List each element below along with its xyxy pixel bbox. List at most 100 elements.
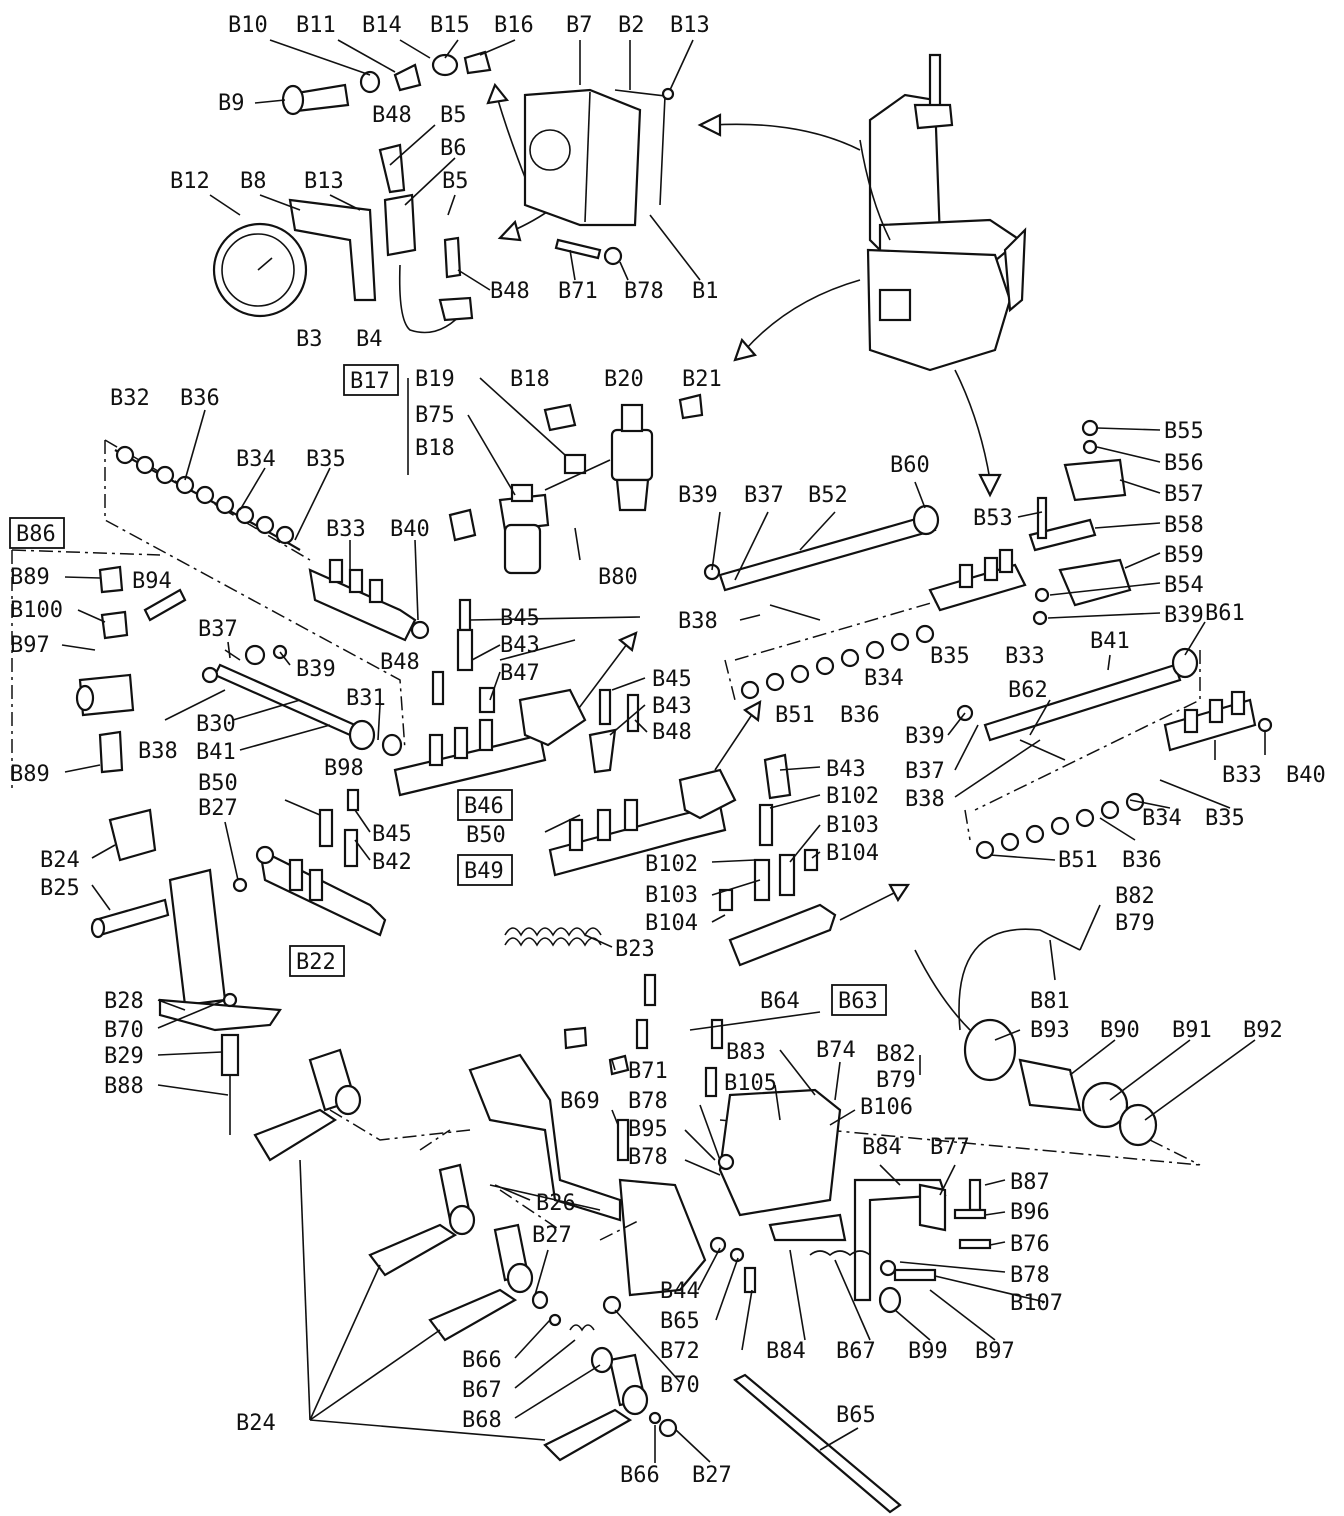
part-label-b35: B35	[306, 447, 346, 472]
part-label-b48: B48	[372, 103, 412, 128]
manifold-b22	[255, 788, 387, 937]
part-label-b45: B45	[652, 667, 692, 692]
part-label-b64: B64	[760, 989, 800, 1014]
lever-assembly	[768, 1178, 992, 1314]
part-label-b27: B27	[692, 1463, 732, 1488]
part-label-b33: B33	[326, 517, 366, 542]
part-label-b48: B48	[490, 279, 530, 304]
part-label-b40: B40	[1286, 763, 1326, 788]
boxed-label-frame	[343, 364, 399, 396]
part-label-b61: B61	[1205, 601, 1245, 626]
part-label-b74: B74	[816, 1038, 856, 1063]
part-label-b51: B51	[775, 703, 815, 728]
part-label-b28: B28	[104, 989, 144, 1014]
part-label-b94: B94	[132, 569, 172, 594]
part-label-b67: B67	[836, 1339, 876, 1364]
manifold-b63	[718, 753, 837, 967]
part-label-b48: B48	[380, 650, 420, 675]
part-label-b4: B4	[356, 327, 383, 352]
part-label-b1: B1	[692, 279, 719, 304]
part-label-b37: B37	[905, 759, 945, 784]
part-label-b41: B41	[196, 740, 236, 765]
part-label-b78: B78	[624, 279, 664, 304]
valve-group-right-lower	[956, 647, 1273, 860]
boxed-label-frame	[831, 984, 887, 1016]
part-label-b82: B82	[876, 1042, 916, 1067]
part-label-b84: B84	[862, 1135, 902, 1160]
part-label-b45: B45	[372, 822, 412, 847]
part-label-b91: B91	[1172, 1018, 1212, 1043]
part-label-b18: B18	[415, 436, 455, 461]
part-label-b89: B89	[10, 565, 50, 590]
part-label-b88: B88	[104, 1074, 144, 1099]
part-label-b71: B71	[628, 1059, 668, 1084]
part-label-b2: B2	[618, 13, 645, 38]
part-label-b36: B36	[180, 386, 220, 411]
part-label-b100: B100	[10, 598, 63, 623]
part-label-b56: B56	[1164, 451, 1204, 476]
cylinder-b30	[164, 644, 403, 757]
part-label-b97: B97	[10, 633, 50, 658]
part-label-b34: B34	[864, 666, 904, 691]
part-label-b70: B70	[660, 1373, 700, 1398]
part-label-b90: B90	[1100, 1018, 1140, 1043]
part-label-b37: B37	[744, 483, 784, 508]
part-label-b77: B77	[930, 1135, 970, 1160]
part-label-b62: B62	[1008, 678, 1048, 703]
part-label-b65: B65	[660, 1309, 700, 1334]
part-label-b30: B30	[196, 712, 236, 737]
part-label-b75: B75	[415, 403, 455, 428]
part-label-b66: B66	[462, 1348, 502, 1373]
part-label-b103: B103	[645, 883, 698, 908]
boxed-label-b17: B17	[350, 369, 390, 394]
part-label-b68: B68	[462, 1408, 502, 1433]
part-label-b70: B70	[104, 1018, 144, 1043]
part-label-b67: B67	[462, 1378, 502, 1403]
valve-group-right-upper	[703, 419, 1132, 701]
part-label-b48: B48	[652, 720, 692, 745]
valve-group-left	[104, 439, 430, 751]
part-label-b39: B39	[296, 657, 336, 682]
part-label-b52: B52	[808, 483, 848, 508]
part-label-b40: B40	[390, 517, 430, 542]
part-label-b71: B71	[558, 279, 598, 304]
cover-box	[523, 87, 675, 266]
boxed-label-frame	[289, 945, 345, 977]
part-label-b102: B102	[826, 784, 879, 809]
part-label-b36: B36	[840, 703, 880, 728]
part-label-b69: B69	[560, 1089, 600, 1114]
boxed-label-b86: B86	[16, 522, 56, 547]
part-label-b6: B6	[440, 136, 467, 161]
part-label-b96: B96	[1010, 1200, 1050, 1225]
part-label-b89: B89	[10, 762, 50, 787]
part-label-b35: B35	[930, 644, 970, 669]
part-label-b72: B72	[660, 1339, 700, 1364]
part-label-b24: B24	[40, 848, 80, 873]
part-label-b76: B76	[1010, 1232, 1050, 1257]
part-label-b8: B8	[240, 169, 267, 194]
part-label-b13: B13	[670, 13, 710, 38]
part-label-b33: B33	[1005, 644, 1045, 669]
part-label-b104: B104	[645, 911, 698, 936]
part-label-b58: B58	[1164, 513, 1204, 538]
shaft-b65	[733, 1373, 902, 1514]
part-label-b97: B97	[975, 1339, 1015, 1364]
part-label-b3: B3	[296, 327, 323, 352]
part-label-b31: B31	[346, 686, 386, 711]
part-label-b55: B55	[1164, 419, 1204, 444]
part-label-b9: B9	[218, 91, 245, 116]
part-label-b84: B84	[766, 1339, 806, 1364]
part-label-b34: B34	[1142, 806, 1182, 831]
part-label-b39: B39	[905, 724, 945, 749]
boxed-label-b22: B22	[296, 950, 336, 975]
boxed-label-b63: B63	[838, 989, 878, 1014]
part-label-b95: B95	[628, 1117, 668, 1142]
part-label-b43: B43	[500, 633, 540, 658]
leader-lines	[61, 39, 1266, 1463]
part-label-b24: B24	[236, 1411, 276, 1436]
part-label-b39: B39	[1164, 603, 1204, 628]
part-label-b50: B50	[198, 771, 238, 796]
part-label-b59: B59	[1164, 543, 1204, 568]
part-label-b27: B27	[198, 796, 238, 821]
part-label-b80: B80	[598, 565, 638, 590]
